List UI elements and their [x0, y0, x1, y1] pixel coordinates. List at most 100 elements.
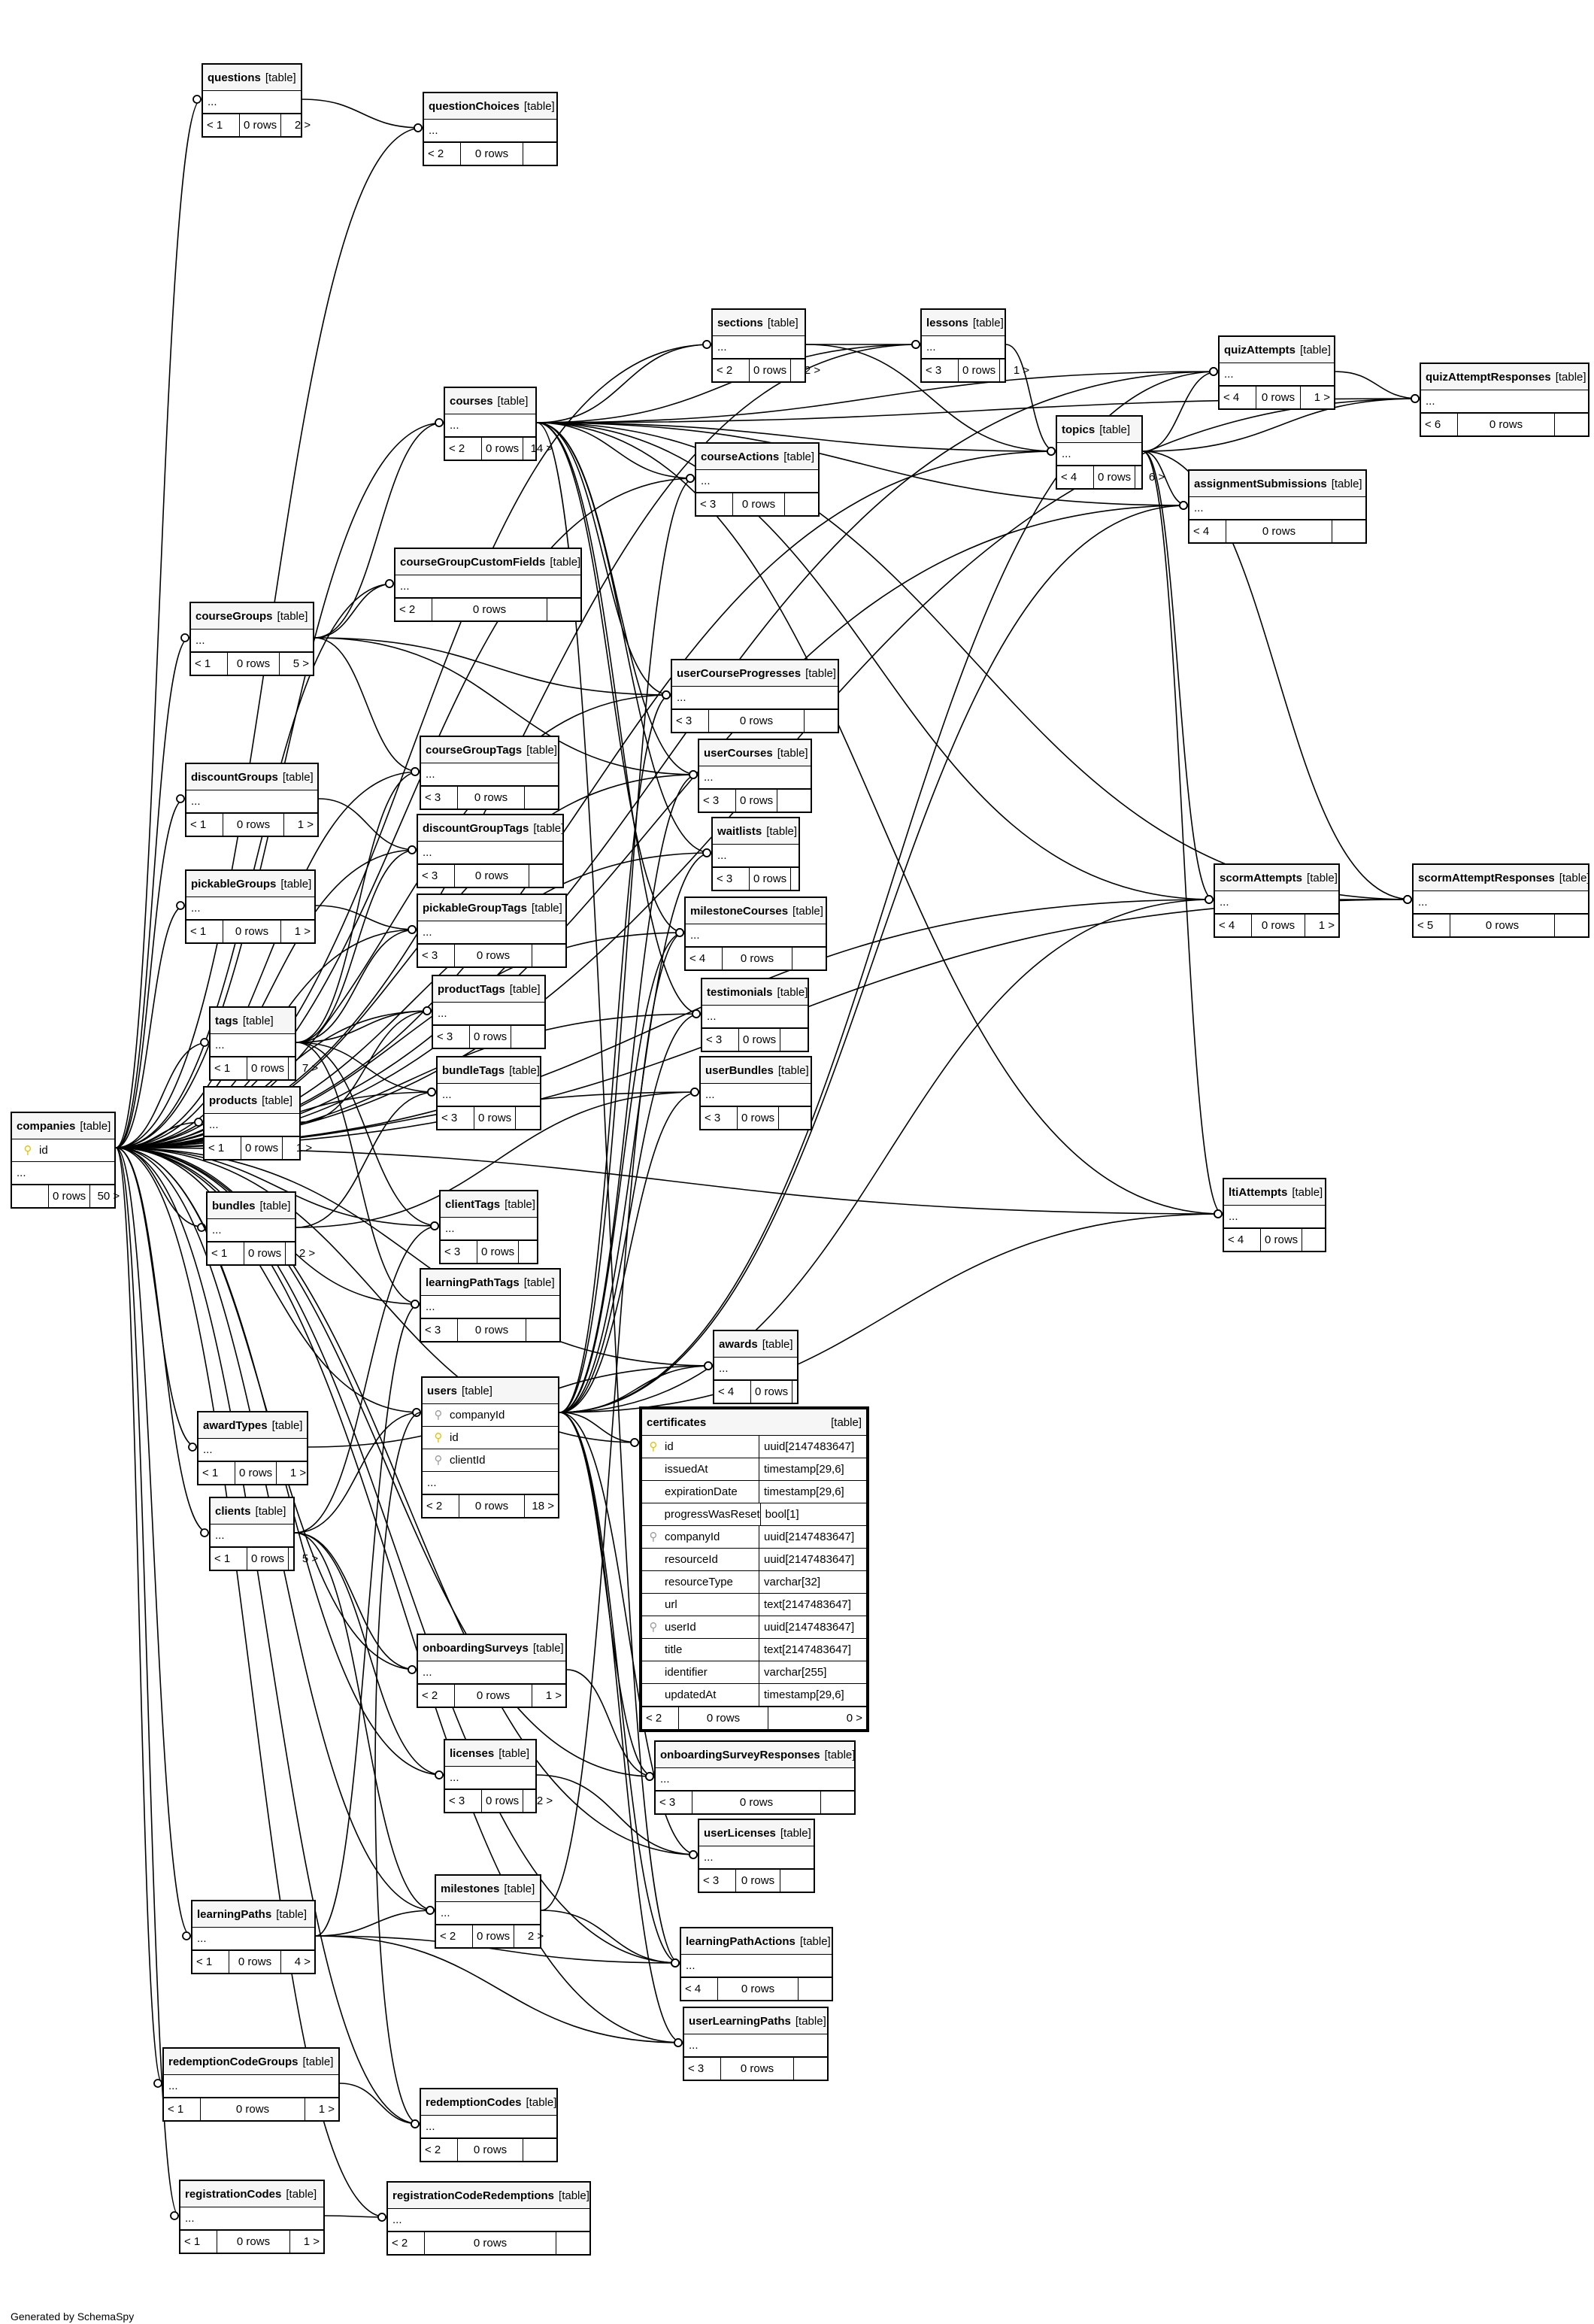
children-count[interactable]: 5 >: [302, 1552, 319, 1565]
parents-count[interactable]: < 1: [180, 2231, 217, 2253]
table-name[interactable]: assignmentSubmissions: [1194, 477, 1327, 490]
parents-count[interactable]: < 1: [186, 921, 223, 942]
children-count[interactable]: [1555, 414, 1588, 435]
children-count[interactable]: [526, 1319, 559, 1341]
parents-count[interactable]: < 1: [211, 1057, 247, 1079]
table-name[interactable]: bundleTags: [442, 1063, 505, 1077]
parents-count[interactable]: < 1: [208, 1242, 244, 1264]
parents-count[interactable]: < 2: [388, 2232, 425, 2254]
children-count[interactable]: 1 >: [294, 925, 311, 938]
parents-count[interactable]: < 1: [164, 2098, 201, 2120]
children-count[interactable]: [1555, 915, 1588, 936]
parents-count[interactable]: < 1: [198, 1462, 235, 1484]
table-registrationCodeRedemptions[interactable]: registrationCodeRedemptions[table]...< 2…: [386, 2181, 591, 2256]
parents-count[interactable]: < 1: [186, 814, 223, 836]
table-name[interactable]: questions: [208, 71, 261, 84]
children-count[interactable]: 2 >: [527, 1930, 544, 1943]
parents-count[interactable]: < 4: [1189, 520, 1226, 542]
table-name[interactable]: users: [427, 1384, 458, 1397]
children-count[interactable]: 5 >: [292, 657, 309, 670]
parents-count[interactable]: < 3: [699, 790, 736, 812]
children-count[interactable]: [794, 2058, 827, 2080]
children-count[interactable]: [511, 1026, 544, 1048]
children-count[interactable]: [532, 945, 565, 966]
children-count[interactable]: [821, 1792, 854, 1813]
table-name[interactable]: learningPathActions: [686, 1934, 795, 1948]
table-name[interactable]: pickableGroups: [191, 877, 277, 890]
table-name[interactable]: learningPathTags: [426, 1276, 520, 1289]
parents-count[interactable]: < 3: [702, 1029, 739, 1051]
table-name[interactable]: awardTypes: [203, 1418, 268, 1432]
parents-count[interactable]: < 3: [922, 360, 959, 381]
children-count[interactable]: 1 >: [545, 1689, 562, 1702]
table-name[interactable]: courseGroups: [195, 609, 273, 623]
table-name[interactable]: productTags: [438, 982, 505, 996]
table-name[interactable]: userLearningPaths: [689, 2014, 791, 2028]
children-count[interactable]: 2 >: [536, 1795, 553, 1807]
children-count[interactable]: [780, 1029, 814, 1051]
table-name[interactable]: quizAttempts: [1224, 343, 1296, 356]
table-name[interactable]: pickableGroupTags: [423, 901, 527, 915]
children-count[interactable]: [792, 1381, 826, 1403]
children-count[interactable]: [556, 2232, 589, 2254]
children-count[interactable]: 6 >: [1148, 471, 1165, 484]
children-count[interactable]: [791, 868, 824, 890]
parents-count[interactable]: < 2: [713, 360, 750, 381]
parents-count[interactable]: < 1: [211, 1548, 247, 1570]
children-count[interactable]: [523, 143, 556, 165]
table-name[interactable]: userCourseProgresses: [677, 666, 802, 680]
table-name[interactable]: courseActions: [701, 450, 780, 463]
table-name[interactable]: sections: [717, 316, 763, 329]
table-name[interactable]: bundles: [212, 1199, 256, 1212]
children-count[interactable]: [529, 865, 562, 887]
table-name[interactable]: products: [209, 1094, 258, 1107]
table-name[interactable]: userLicenses: [704, 1826, 776, 1840]
parents-count[interactable]: < 3: [684, 2058, 721, 2080]
children-count[interactable]: 1 >: [295, 1142, 313, 1154]
table-name[interactable]: milestoneCourses: [690, 904, 789, 918]
parents-count[interactable]: < 3: [418, 945, 455, 966]
parents-count[interactable]: < 3: [418, 865, 455, 887]
parents-count[interactable]: < 3: [438, 1107, 474, 1129]
children-count[interactable]: 1 >: [318, 2103, 335, 2116]
table-name[interactable]: milestones: [441, 1882, 500, 1895]
parents-count[interactable]: < 3: [445, 1790, 482, 1812]
table-name[interactable]: discountGroups: [191, 770, 278, 784]
children-count[interactable]: [780, 1870, 814, 1892]
parents-count[interactable]: < 2: [424, 143, 461, 165]
table-name[interactable]: awards: [719, 1337, 758, 1351]
children-count[interactable]: [519, 1241, 552, 1263]
children-count[interactable]: [779, 1107, 812, 1129]
parents-count[interactable]: < 1: [205, 1137, 241, 1159]
children-count[interactable]: 1 >: [297, 818, 314, 831]
parents-count[interactable]: < 3: [713, 868, 750, 890]
children-count[interactable]: [516, 1107, 549, 1129]
table-name[interactable]: clients: [215, 1504, 251, 1518]
parents-count[interactable]: < 3: [699, 1870, 736, 1892]
parents-count[interactable]: < 3: [421, 787, 458, 809]
parents-count[interactable]: < 4: [681, 1978, 718, 2000]
children-count[interactable]: 1 >: [1314, 391, 1330, 404]
parents-count[interactable]: < 4: [1224, 1229, 1261, 1251]
children-count[interactable]: [777, 790, 811, 812]
